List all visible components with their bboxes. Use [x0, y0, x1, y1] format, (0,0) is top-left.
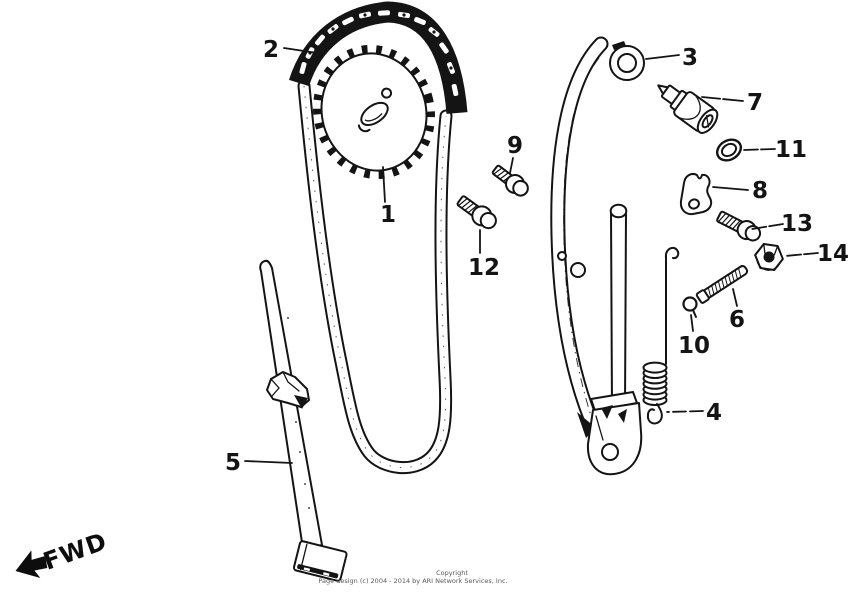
leader-lines	[244, 47, 819, 464]
bolt-9	[491, 164, 529, 197]
stopper-plate	[679, 173, 713, 216]
tensioner-push-rod	[609, 203, 628, 409]
fwd-label: FWD	[40, 527, 111, 576]
copyright-line-2: Page design (c) 2004 - 2014 by ARI Netwo…	[318, 577, 507, 585]
callout-5[interactable]: 5	[225, 450, 241, 476]
tensioner-adjuster	[657, 84, 719, 134]
callout-9[interactable]: 9	[507, 133, 523, 159]
callout-11[interactable]: 11	[775, 137, 807, 163]
fwd-arrow-icon	[15, 550, 48, 578]
callout-2[interactable]: 2	[263, 37, 279, 63]
flange-nut	[754, 243, 784, 271]
chain-guide	[259, 259, 348, 582]
callout-6[interactable]: 6	[729, 307, 745, 333]
callout-8[interactable]: 8	[752, 178, 768, 204]
callout-1[interactable]: 1	[380, 202, 396, 228]
tensioner-spring	[642, 246, 680, 425]
bolt-12	[456, 195, 497, 230]
cam-chain-links	[288, 1, 468, 114]
tensioner-pivot-bracket	[577, 391, 643, 476]
copyright-line-1: Copyright	[436, 569, 468, 577]
bolt-13	[716, 210, 762, 242]
washer-clip	[682, 296, 698, 318]
cam-chain	[297, 79, 453, 475]
callout-13[interactable]: 13	[781, 211, 813, 237]
callout-10[interactable]: 10	[678, 333, 710, 359]
stud-bolt	[695, 265, 749, 304]
chain-guide-foot	[292, 540, 348, 582]
fwd-marker: FWD	[15, 527, 111, 578]
callout-4[interactable]: 4	[706, 400, 722, 426]
callout-14[interactable]: 14	[817, 241, 849, 267]
callout-12[interactable]: 12	[468, 255, 500, 281]
cam-sprocket	[313, 44, 435, 180]
callout-7[interactable]: 7	[747, 90, 763, 116]
o-ring	[715, 138, 743, 162]
callout-3[interactable]: 3	[682, 45, 698, 71]
tensioner-arm	[550, 36, 645, 438]
